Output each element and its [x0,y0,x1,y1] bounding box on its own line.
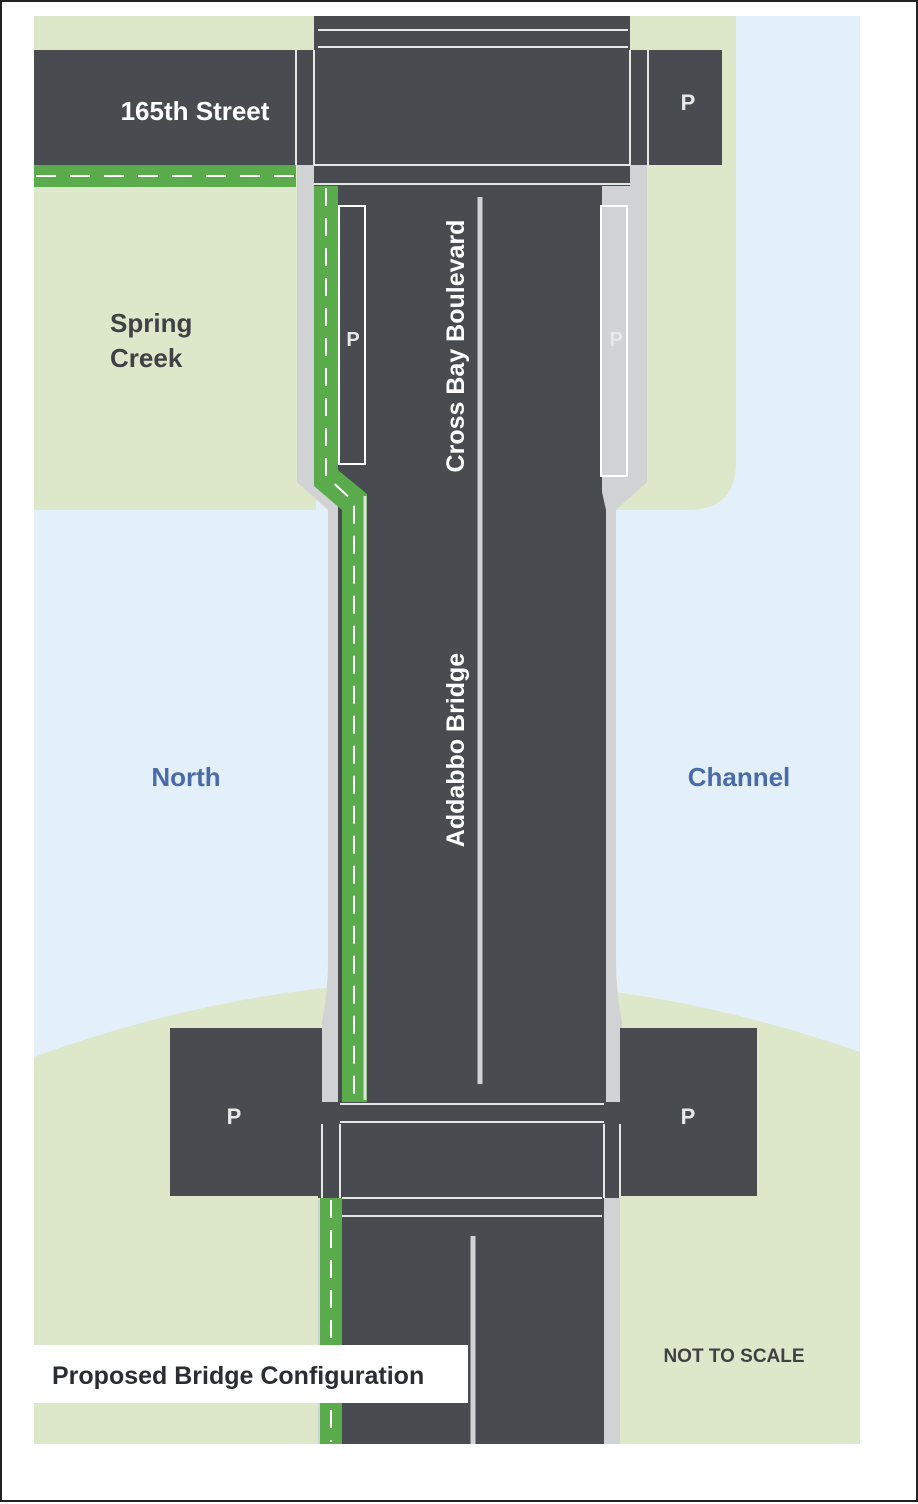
bike-lane-165th [34,165,296,187]
area-label-creek: Creek [110,343,183,373]
water-label-north: North [151,762,220,792]
bike-lane-west-divider [325,188,355,1100]
water-label-channel: Channel [688,762,791,792]
parking-stall-east [600,205,628,477]
crosswalks-south [321,1103,621,1217]
parking-label: P [227,1104,242,1129]
parking-label: P [681,90,696,115]
intersection-south [318,1102,620,1198]
roadway-cross-bay-boulevard [338,182,606,1102]
crosswalks-north [295,29,649,185]
intersection-north [314,16,630,186]
scale-note: NOT TO SCALE [663,1346,804,1367]
area-label-spring: Spring [110,308,192,338]
parking-label: P [346,329,359,351]
parking-label: P [681,1104,696,1129]
street-label-addabbo-bridge: Addabbo Bridge [442,653,470,848]
parking-label: P [609,329,622,351]
parking-stall-west [338,205,366,465]
caption-text: Proposed Bridge Configuration [52,1362,424,1390]
road-165th-street [34,50,316,165]
street-label-165th: 165th Street [121,96,270,126]
parking-lot-northeast [628,50,722,165]
parking-lot-southeast [620,1028,757,1196]
parking-lot-southwest [170,1028,322,1196]
street-label-cross-bay: Cross Bay Boulevard [442,220,470,473]
caption-box [34,1345,468,1403]
